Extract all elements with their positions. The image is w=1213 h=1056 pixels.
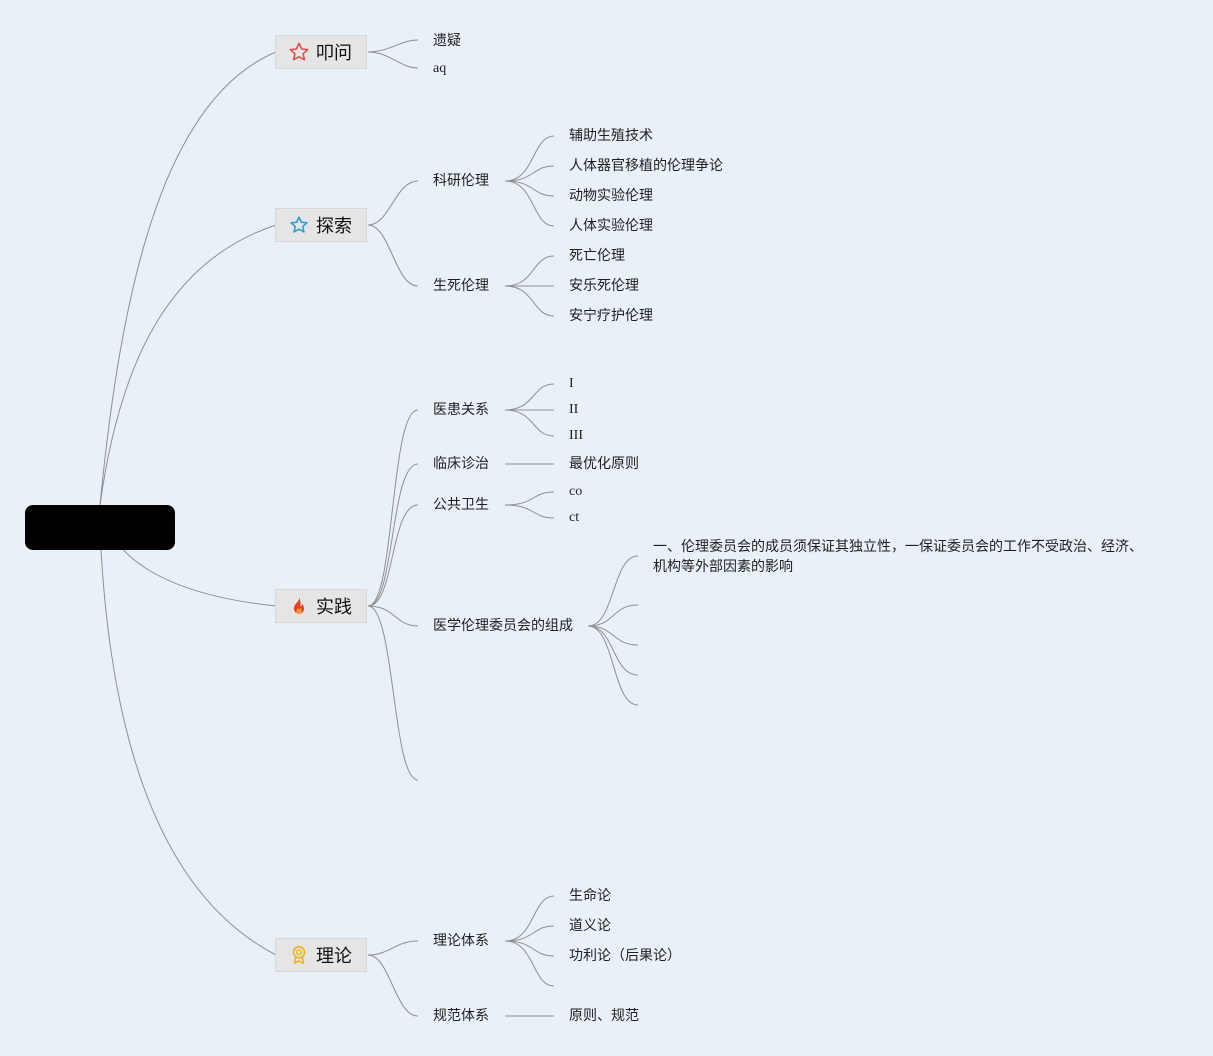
branch-kouwen-label: 叩问	[316, 43, 352, 64]
shengsi-node[interactable]: 生死伦理	[433, 278, 489, 294]
yihuan-child-3[interactable]: III	[569, 428, 583, 443]
gonggong-node[interactable]: 公共卫生	[433, 497, 489, 513]
guifan-node[interactable]: 规范体系	[433, 1008, 489, 1024]
weiyuanhui-child-1[interactable]: 一、伦理委员会的成员须保证其独立性，一保证委员会的工作不受政治、经济、机构等外部…	[653, 539, 1143, 575]
shengsi-child-3[interactable]: 安宁疗护伦理	[569, 308, 653, 324]
kouwen-child-1[interactable]: 遗疑	[433, 33, 461, 49]
keyan-child-3[interactable]: 动物实验伦理	[569, 188, 653, 204]
tixi-child-3[interactable]: 功利论（后果论）	[569, 948, 681, 964]
fire-icon	[288, 595, 310, 617]
kouwen-child-2[interactable]: aq	[433, 61, 447, 76]
yihuan-node[interactable]: 医患关系	[433, 402, 489, 418]
gonggong-child-1[interactable]: co	[569, 484, 583, 499]
keyan-child-4[interactable]: 人体实验伦理	[569, 218, 653, 234]
keyan-child-2[interactable]: 人体器官移植的伦理争论	[569, 158, 723, 174]
award-icon	[288, 944, 310, 966]
keyan-child-1[interactable]: 辅助生殖技术	[569, 128, 653, 144]
weiyuanhui-node[interactable]: 医学伦理委员会的组成	[433, 618, 573, 634]
branch-tansuo-label: 探索	[316, 216, 352, 237]
branch-shijian[interactable]: 实践	[275, 589, 367, 623]
shengsi-child-1[interactable]: 死亡伦理	[569, 248, 625, 264]
branch-lilun-label: 理论	[316, 946, 352, 967]
branch-tansuo[interactable]: 探索	[275, 208, 367, 242]
branch-lilun[interactable]: 理论	[275, 938, 367, 972]
shengsi-child-2[interactable]: 安乐死伦理	[569, 278, 639, 294]
linchuang-node[interactable]: 临床诊治	[433, 456, 489, 472]
tixi-node[interactable]: 理论体系	[433, 933, 489, 949]
tixi-child-2[interactable]: 道义论	[569, 918, 611, 934]
keyan-node[interactable]: 科研伦理	[433, 173, 489, 189]
linchuang-child-1[interactable]: 最优化原则	[569, 456, 639, 472]
gonggong-child-2[interactable]: ct	[569, 510, 580, 525]
star-outline-red-icon	[288, 41, 310, 63]
yihuan-child-2[interactable]: II	[569, 402, 579, 417]
star-outline-blue-icon	[288, 214, 310, 236]
guifan-child-1[interactable]: 原则、规范	[569, 1008, 639, 1024]
branch-kouwen[interactable]: 叩问	[275, 35, 367, 69]
root-node[interactable]	[25, 505, 175, 550]
yihuan-child-1[interactable]: I	[569, 376, 574, 391]
tixi-child-1[interactable]: 生命论	[569, 888, 611, 904]
branch-shijian-label: 实践	[316, 597, 352, 618]
